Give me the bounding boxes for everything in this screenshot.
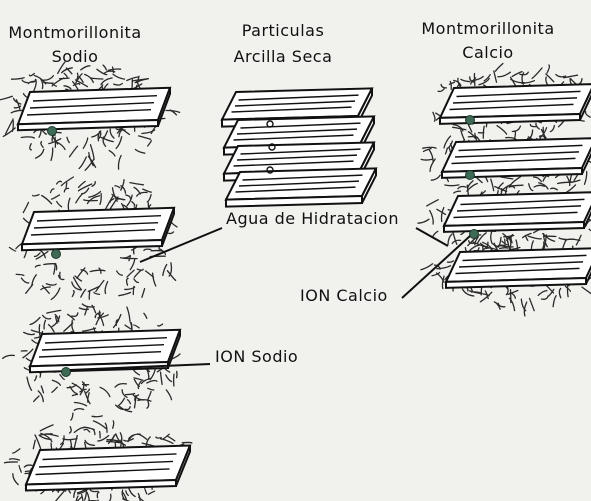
calcio-plate-4 bbox=[446, 248, 591, 288]
sodio-plate-1 bbox=[18, 88, 170, 130]
sodio-ion-2 bbox=[52, 250, 61, 259]
sodio-ion-3 bbox=[62, 368, 71, 377]
seca-title-line2: Arcilla Seca bbox=[208, 46, 358, 67]
seca-plate-4 bbox=[226, 168, 376, 206]
calcio-plate-3 bbox=[444, 192, 591, 232]
calcio-ion-3 bbox=[470, 230, 479, 239]
calcio-plate-1 bbox=[440, 84, 591, 124]
sodio-title-line2: Sodio bbox=[0, 46, 150, 67]
calcio-ion-2 bbox=[466, 171, 475, 180]
ion-sodio-label: ION Sodio bbox=[215, 346, 298, 367]
seca-title-line1: Particulas bbox=[208, 20, 358, 41]
ion-calcio-label: ION Calcio bbox=[300, 285, 388, 306]
sodio-title-line1: Montmorillonita bbox=[0, 22, 150, 43]
calcio-plate-2 bbox=[442, 138, 591, 178]
sodio-ion-1 bbox=[48, 127, 57, 136]
sodio-plate-2 bbox=[22, 208, 174, 250]
calcio-ion-1 bbox=[466, 116, 475, 125]
agua-label: Agua de Hidratacion bbox=[226, 208, 399, 229]
calcio-title-line1: Montmorillonita bbox=[408, 18, 568, 39]
calcio-title-line2: Calcio bbox=[408, 42, 568, 63]
sodio-plate-4 bbox=[26, 446, 190, 491]
